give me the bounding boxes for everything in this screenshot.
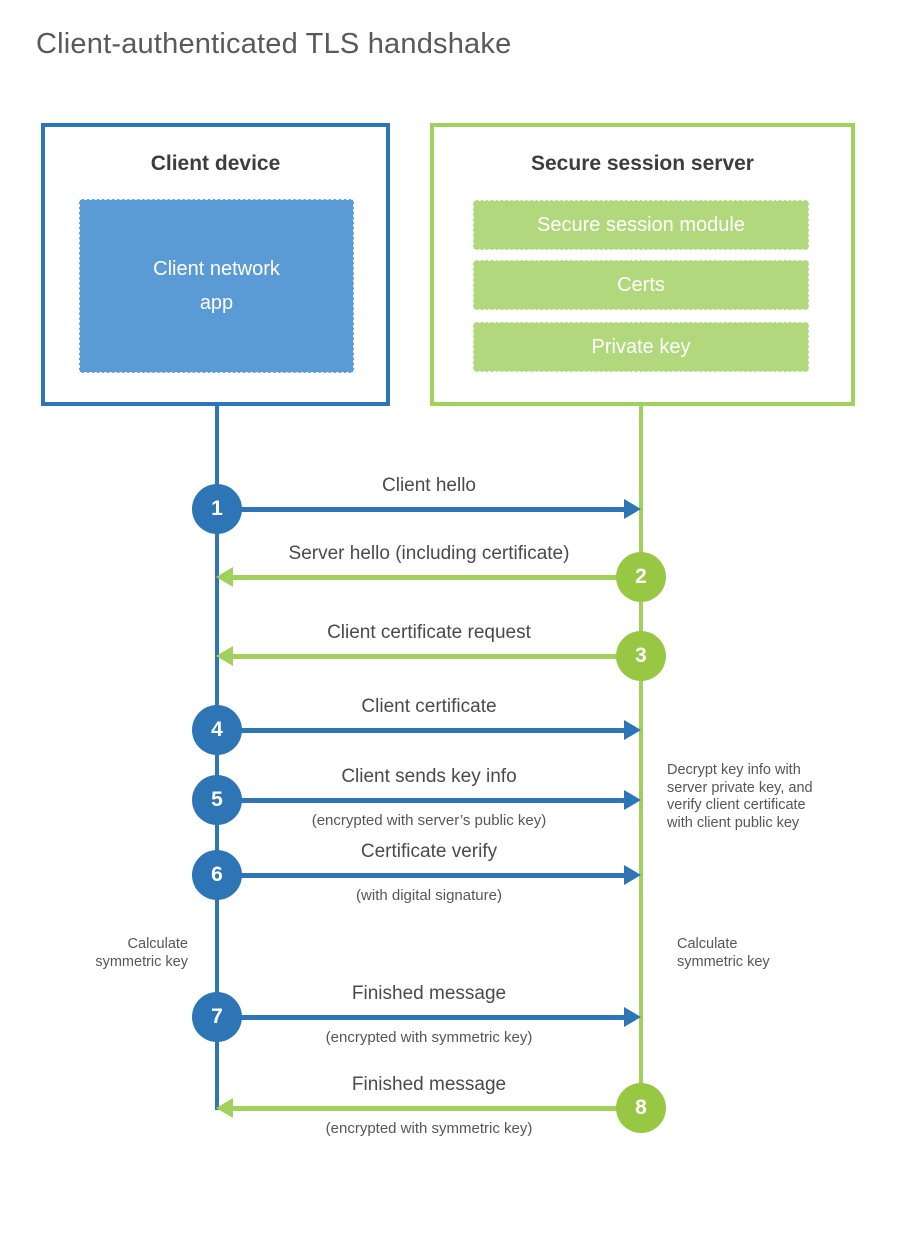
note-calculate-symmetric-key-right: Calculate symmetric key: [677, 936, 770, 970]
step-5-arrow: [240, 798, 626, 803]
step-6-label: Certificate verify: [360, 841, 498, 862]
step-3-arrow: [232, 654, 618, 659]
step-3-label: Client certificate request: [327, 622, 531, 643]
server-lifeline: [639, 405, 643, 1132]
step-1-label: Client hello: [382, 475, 476, 496]
step-5-sublabel: (encrypted with server’s public key): [311, 812, 547, 829]
secure-session-server-box: Secure session server Secure session mod…: [430, 123, 855, 406]
step-2-arrow: [232, 575, 618, 580]
step-4-label: Client certificate: [361, 696, 497, 717]
step-7-circle: 7: [192, 992, 242, 1042]
module-bar-certs: Certs: [473, 260, 809, 310]
step-6-arrowhead-icon: [624, 865, 641, 885]
step-2-circle: 2: [616, 552, 666, 602]
step-1-arrowhead-icon: [624, 499, 641, 519]
step-7-label: Finished message: [351, 983, 507, 1004]
client-network-app-label: Client network app: [153, 258, 280, 314]
step-7-arrow: [240, 1015, 626, 1020]
step-7-arrowhead-icon: [624, 1007, 641, 1027]
step-4-arrowhead-icon: [624, 720, 641, 740]
step-1-circle: 1: [192, 484, 242, 534]
step-8-arrow: [232, 1106, 618, 1111]
step-5-circle: 5: [192, 775, 242, 825]
step-2-label: Server hello (including certificate): [288, 543, 570, 564]
step-8-label: Finished message: [351, 1074, 507, 1095]
step-8-sublabel: (encrypted with symmetric key): [325, 1120, 533, 1137]
server-title: Secure session server: [531, 152, 754, 175]
step-6-sublabel: (with digital signature): [356, 887, 502, 904]
page-title: Client-authenticated TLS handshake: [36, 28, 512, 60]
note-decrypt-key-info: Decrypt key info with server private key…: [667, 762, 813, 831]
step-4-circle: 4: [192, 705, 242, 755]
step-4-arrow: [240, 728, 626, 733]
note-calculate-symmetric-key-left: Calculate symmetric key: [95, 936, 188, 970]
step-3-arrowhead-icon: [216, 646, 233, 666]
step-8-circle: 8: [616, 1083, 666, 1133]
client-device-title: Client device: [150, 152, 281, 175]
step-1-arrow: [240, 507, 626, 512]
step-7-sublabel: (encrypted with symmetric key): [325, 1029, 533, 1046]
module-bar-secure-session-module: Secure session module: [473, 200, 809, 250]
client-device-box: Client device Client network app: [41, 123, 390, 406]
step-6-arrow: [240, 873, 626, 878]
step-8-arrowhead-icon: [216, 1098, 233, 1118]
module-bar-private-key: Private key: [473, 322, 809, 372]
step-2-arrowhead-icon: [216, 567, 233, 587]
step-5-arrowhead-icon: [624, 790, 641, 810]
step-5-label: Client sends key info: [341, 766, 517, 787]
step-3-circle: 3: [616, 631, 666, 681]
client-lifeline: [215, 405, 219, 1110]
client-network-app-box: Client network app: [79, 199, 354, 373]
step-6-circle: 6: [192, 850, 242, 900]
